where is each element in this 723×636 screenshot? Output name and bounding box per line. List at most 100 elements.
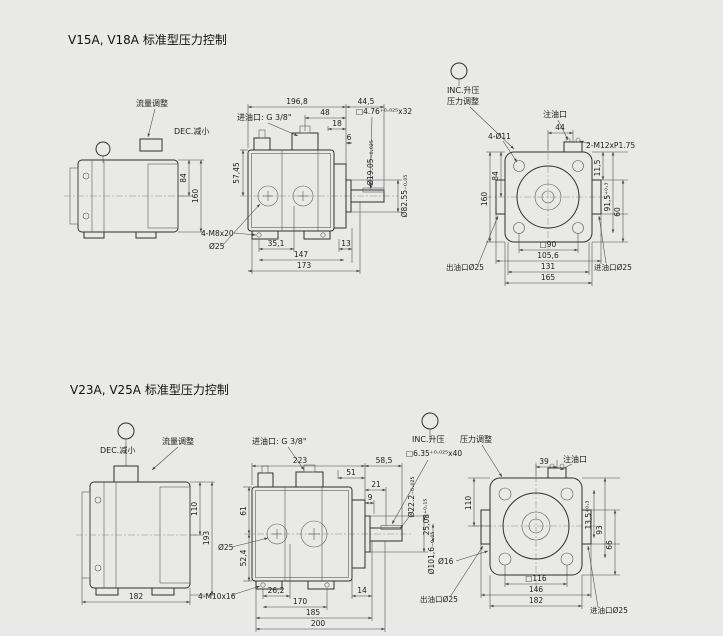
- dim-18: 18: [332, 119, 342, 128]
- inlet-port-label: 进油口: G 3/8": [252, 436, 307, 446]
- dim-26-2: 26,2: [268, 586, 285, 595]
- dim-105-6: 105,6: [537, 251, 559, 260]
- bolt-hole: [498, 487, 512, 501]
- v23-front-dimensions: 进油口: G 3/8" 223 58,5 51 21 9 □6.35⁺⁰·⁰²⁵…: [198, 436, 462, 632]
- dim-35-1: 35,1: [268, 239, 285, 248]
- dim-66: 66: [605, 540, 614, 550]
- bolt-hole: [572, 160, 584, 172]
- dim-51: 51: [346, 468, 356, 477]
- shaft: [369, 527, 403, 542]
- dim-182: 182: [129, 592, 144, 601]
- dim-170: 170: [293, 597, 308, 606]
- rear-dim-84: 84: [491, 171, 500, 181]
- dim-84: 84: [179, 173, 188, 183]
- v23-side-labels: DEC.减小 流量调整: [100, 436, 194, 471]
- fill-port-label: 注油口: [543, 109, 567, 119]
- spigot-dia-label: Ø82.55₋₀.₀₅: [400, 175, 409, 218]
- dim-91-5: 91,5⁺⁰·³: [603, 182, 612, 211]
- pilot-circle: [516, 165, 580, 229]
- dim-39: 39: [539, 457, 549, 466]
- dim-223: 223: [293, 456, 308, 465]
- drain-dia-label: Ø16: [438, 557, 454, 566]
- mount-bolts-label: 4-M8x20: [201, 229, 234, 238]
- dec-label: DEC.减小: [100, 445, 135, 455]
- v15-side-labels: 流量调整 DEC.减小: [136, 98, 209, 138]
- v23-rear-dimensions: INC.升压 压力调整 注油口 39 110 13,5⁺⁰·³ 93 66 Ø1…: [412, 434, 628, 615]
- pressure-adjust-label: 压力调整: [447, 96, 479, 106]
- shaft-dia-label: Ø19.05₋₀.₀₂₅: [366, 140, 375, 186]
- dim-sq90: □90: [540, 240, 557, 249]
- v23-rear-view: [421, 412, 602, 592]
- dim-9: 9: [368, 493, 373, 502]
- dim-193: 193: [202, 531, 211, 546]
- dim-196-8: 196,8: [286, 97, 308, 106]
- mounting-foot: [251, 230, 279, 240]
- spigot-dia-label: Ø101,6₋₀.₀₅: [427, 532, 436, 575]
- pilot-circle: [502, 492, 570, 560]
- mounting-foot: [303, 230, 331, 240]
- stud-spec-label: 2-M12xP1.75: [586, 141, 635, 150]
- dim-147: 147: [294, 250, 309, 259]
- mounting-foot: [255, 580, 283, 590]
- port-bore-circle: [266, 523, 288, 545]
- inc-label: INC.升压: [447, 86, 479, 95]
- dim-110: 110: [190, 502, 199, 517]
- v15-side-dimensions: 84 160: [178, 159, 204, 233]
- dim-131: 131: [541, 262, 556, 271]
- dim-6: 6: [347, 133, 352, 142]
- flow-adjust-label: 流量调整: [136, 98, 168, 108]
- v23-section-title: V23A, V25A 标准型压力控制: [70, 383, 229, 397]
- v15-rear-dimensions: INC.升压 压力调整 注油口 44 2-M12xP1.75 4-Ø11 84 …: [446, 86, 635, 286]
- dim-21: 21: [371, 480, 381, 489]
- v15-section-title: V15A, V18A 标准型压力控制: [68, 33, 227, 47]
- dim-60: 60: [613, 207, 622, 217]
- dim-44: 44: [555, 123, 565, 132]
- inc-label: INC.升压: [412, 435, 444, 444]
- port-dia-label: Ø25: [218, 543, 234, 552]
- shaft-dia-label: Ø22.2₋₀.₀₂₅: [407, 477, 416, 518]
- dim-14: 14: [357, 586, 367, 595]
- dim-11-5: 11,5: [593, 159, 602, 176]
- rear-dim-160: 160: [480, 192, 489, 207]
- v15-front-view: [240, 125, 398, 240]
- dim-160: 160: [191, 189, 200, 204]
- shaft: [350, 189, 385, 203]
- flow-adjust-label: 流量调整: [162, 436, 194, 446]
- bolt-hole: [513, 160, 525, 172]
- bolt-hole: [560, 487, 574, 501]
- v23-section: V23A, V25A 标准型压力控制 DEC.减小 流量调整: [70, 383, 628, 632]
- dim-200: 200: [311, 619, 326, 628]
- shaft-key: [362, 187, 385, 193]
- mounting-foot: [307, 580, 335, 590]
- key-spec-label: □4.76⁺⁰·⁰²⁵x32: [356, 107, 412, 116]
- dec-label: DEC.减小: [174, 126, 209, 136]
- dim-13-5: 13,5⁺⁰·³: [584, 500, 593, 529]
- dim-110: 110: [464, 496, 473, 511]
- pressure-adjust-label: 压力调整: [460, 434, 492, 444]
- key-height-label: 25,08⁺⁰·¹⁵: [422, 499, 431, 536]
- inlet-port-label: 进油口: G 3/8": [237, 112, 292, 122]
- dim-173: 173: [297, 261, 312, 270]
- v15-front-dimensions: 196,8 44,5 48 18 6 进油口: G 3/8" □4.76⁺⁰·⁰…: [201, 97, 412, 274]
- dim-58-5: 58,5: [376, 456, 393, 465]
- dim-93: 93: [595, 525, 604, 535]
- v23-side-dimensions: 110 193 182: [81, 481, 215, 605]
- v15-rear-view: [450, 62, 610, 254]
- v15-section: V15A, V18A 标准型压力控制 流量调整 DEC.减小: [64, 33, 635, 286]
- port-bore-circle: [257, 185, 279, 207]
- outlet-port-label: 出油口Ø25: [446, 262, 484, 272]
- dim-48: 48: [320, 108, 330, 117]
- port-dia-label: Ø25: [209, 242, 225, 251]
- inlet-port-boss: [591, 179, 602, 215]
- dim-13: 13: [341, 239, 351, 248]
- dim-165: 165: [541, 273, 556, 282]
- dim-185: 185: [306, 608, 321, 617]
- bolt-holes-label: 4-Ø11: [488, 132, 511, 141]
- dim-44-5: 44,5: [358, 97, 375, 106]
- dim-146: 146: [529, 585, 544, 594]
- key-spec-label: □6.35⁺⁰·⁰²⁵x40: [406, 449, 462, 458]
- inlet-port-label: 进油口Ø25: [594, 262, 632, 272]
